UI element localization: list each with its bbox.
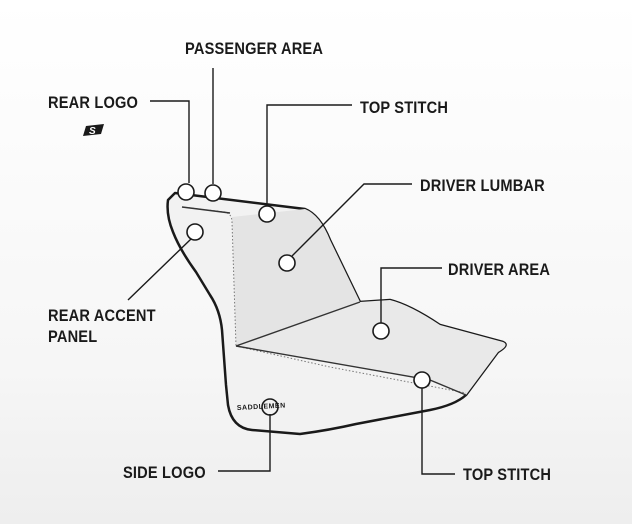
marker-side-logo xyxy=(261,398,279,416)
marker-rear-logo xyxy=(177,183,195,201)
leader-top-stitch-upper xyxy=(266,104,352,206)
label-driver-area: DRIVER AREA xyxy=(448,260,551,279)
label-top-stitch-lower: TOP STITCH xyxy=(463,465,552,484)
label-passenger-area: PASSENGER AREA xyxy=(185,39,324,58)
leader-driver-lumbar xyxy=(291,183,412,257)
marker-driver-area xyxy=(372,322,390,340)
side-panel xyxy=(232,209,360,346)
label-side-logo: SIDE LOGO xyxy=(123,463,206,482)
top-stitch-line-lower xyxy=(235,345,467,394)
marker-rear-accent-panel xyxy=(186,223,204,241)
leader-top-stitch-lower xyxy=(421,388,455,475)
leader-lines xyxy=(127,68,455,475)
marker-driver-lumbar xyxy=(278,254,296,272)
leader-driver-area xyxy=(380,267,442,323)
label-rear-accent-panel: REAR ACCENT PANEL xyxy=(48,306,156,346)
label-top-stitch-upper: TOP STITCH xyxy=(360,98,449,117)
side-logo-brand-text: SADDLEMEN xyxy=(237,402,286,412)
seat-illustration xyxy=(166,191,507,436)
label-rear-logo: REAR LOGO xyxy=(48,93,139,112)
leader-side-logo xyxy=(218,414,271,472)
marker-top-stitch-lower xyxy=(413,371,431,389)
leader-rear-logo xyxy=(150,100,190,183)
rear-logo-letter: S xyxy=(89,126,96,137)
rear-logo-mark: S xyxy=(83,124,104,137)
label-driver-lumbar: DRIVER LUMBAR xyxy=(420,176,545,195)
callout-markers xyxy=(177,183,431,416)
leader-rear-accent-panel xyxy=(127,238,192,301)
driver-seat-surface xyxy=(236,300,506,395)
marker-passenger-area xyxy=(204,184,222,202)
marker-top-stitch-upper xyxy=(258,205,276,223)
